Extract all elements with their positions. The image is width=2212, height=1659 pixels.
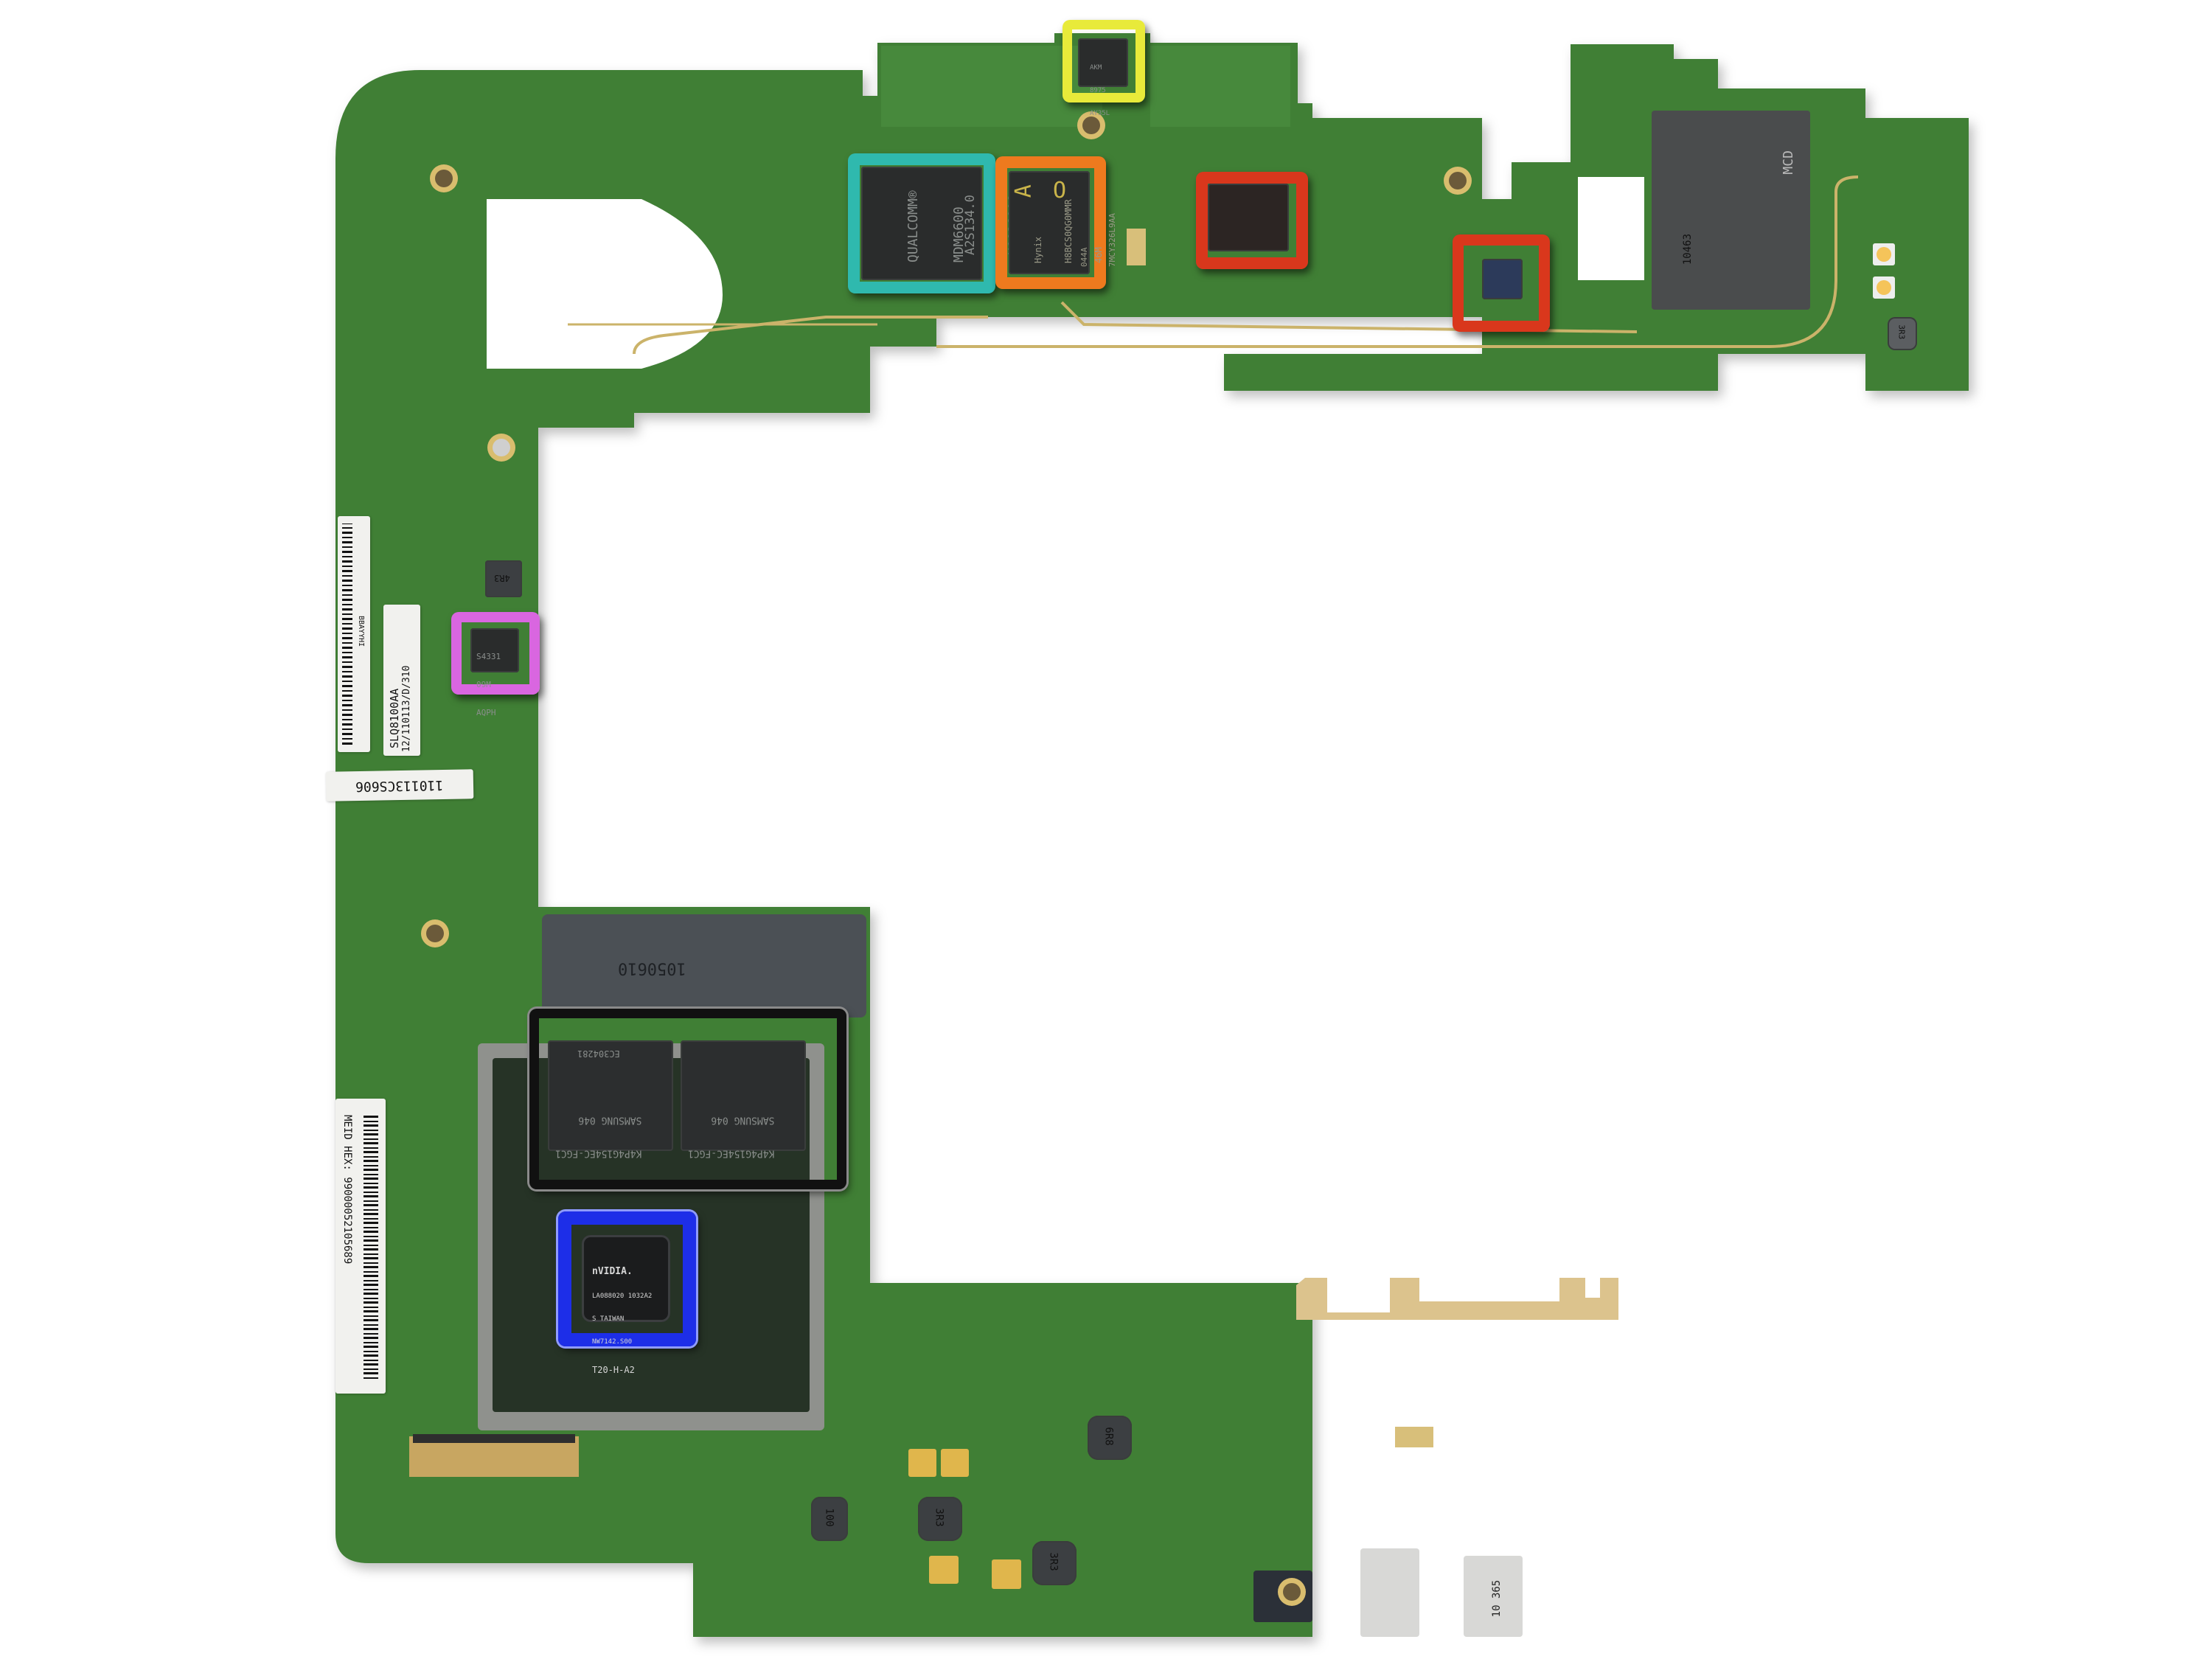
tantalum-capacitor [992, 1559, 1021, 1589]
chip-label: AKM 8975 AY35L [1090, 63, 1110, 117]
chip-label: nVIDIA. LA088020 1032A2 S TAIWAN NW7142.… [592, 1265, 653, 1376]
sim-tray-code: 10463 [1682, 233, 1694, 265]
sd-slot-code: 1050610 [618, 959, 686, 978]
barcode-text: BBAYYHI [357, 616, 365, 647]
barcode-sticker: BBAYYHI [338, 516, 370, 752]
meid-barcode [364, 1113, 378, 1379]
part-label-line2: 12/110113/D/310 [401, 665, 412, 752]
led [1873, 276, 1895, 299]
tantalum-capacitor [908, 1449, 936, 1477]
gold-pad [1395, 1427, 1433, 1447]
chip-compass: AKM 8975 AY35L [1078, 38, 1128, 117]
mounting-hole [1283, 1583, 1301, 1601]
chip-soc-tegra: nVIDIA. LA088020 1032A2 S TAIWAN NW7142.… [582, 1235, 670, 1375]
mounting-hole [1449, 172, 1467, 189]
gold-pad [1127, 229, 1146, 265]
chip-memory-hynix: Hynix H8BCS0QG0MMR 46M A O 044A 7MCY326L… [1009, 171, 1117, 274]
inductor: 100 [811, 1497, 848, 1541]
chip-unlabeled [1208, 184, 1289, 251]
highlight-yellow: AKM 8975 AY35L [1062, 20, 1145, 117]
tantalum-capacitor [941, 1449, 969, 1477]
inductor: 3R3 [1888, 317, 1917, 350]
chip-baseband: QUALCOMM® MDM6600 A2S134.0 H1Q36006 [861, 167, 1021, 280]
barcode-bars [342, 524, 352, 745]
chip-dram-2: K4P4G154EC-FGC1 SAMSUNG 046 [681, 1040, 806, 1159]
serial-text: 110113CS606 [355, 776, 444, 795]
highlight-black: K4P4G154EC-FGC1 SAMSUNG 046 EC304281 K4P… [529, 1009, 846, 1189]
highlight-red-2 [1453, 234, 1550, 332]
inductor: 6R8 [1088, 1416, 1132, 1460]
chip-label: K4P4G154EC-FGC1 SAMSUNG 046 [555, 1114, 642, 1159]
highlight-teal: QUALCOMM® MDM6600 A2S134.0 H1Q36006 [848, 153, 1021, 293]
mounting-hole [435, 170, 453, 187]
highlight-red-1 [1196, 172, 1308, 269]
chip-logo-o: O [1053, 178, 1067, 204]
sim-tray-brand: MCD [1780, 150, 1796, 175]
chip-label: EC304281 [577, 1048, 620, 1059]
chip-label: S4331 09M AQPH [476, 652, 501, 718]
chip-power: S4331 09M AQPH [470, 628, 519, 717]
serial-sticker: 110113CS606 [325, 769, 474, 801]
chip-label: 044A 7MCY326L9AA [1079, 213, 1118, 267]
mounting-hole [426, 925, 444, 942]
usb-port-code: 10 365 [1491, 1579, 1503, 1618]
chip-unlabeled [1482, 259, 1523, 299]
highlight-blue: nVIDIA. LA088020 1032A2 S TAIWAN NW7142.… [558, 1211, 696, 1375]
led [1873, 243, 1895, 265]
inductor: 3R3 [918, 1497, 962, 1541]
inductor: 3R3 [1032, 1541, 1077, 1585]
highlight-pink: S4331 09M AQPH [451, 612, 540, 717]
inductor: 4R3 [485, 560, 522, 597]
highlight-orange: Hynix H8BCS0QG0MMR 46M A O 044A 7MCY326L… [995, 156, 1117, 289]
tantalum-capacitor [929, 1556, 959, 1584]
mounting-hole [1082, 116, 1100, 134]
mounting-hole [493, 439, 510, 456]
meid-sticker: MEID HEX: 99000052105689 [335, 1099, 386, 1394]
chip-logo-a: A [1010, 184, 1037, 198]
part-label-line1: SLQ8100AA [388, 688, 401, 748]
chip-label: K4P4G154EC-FGC1 SAMSUNG 046 [688, 1114, 775, 1159]
meid-text: MEID HEX: 99000052105689 [341, 1115, 353, 1265]
chip-dram-1: K4P4G154EC-FGC1 SAMSUNG 046 EC304281 [548, 1040, 673, 1159]
part-label-sticker: SLQ8100AA 12/110113/D/310 [383, 605, 420, 756]
